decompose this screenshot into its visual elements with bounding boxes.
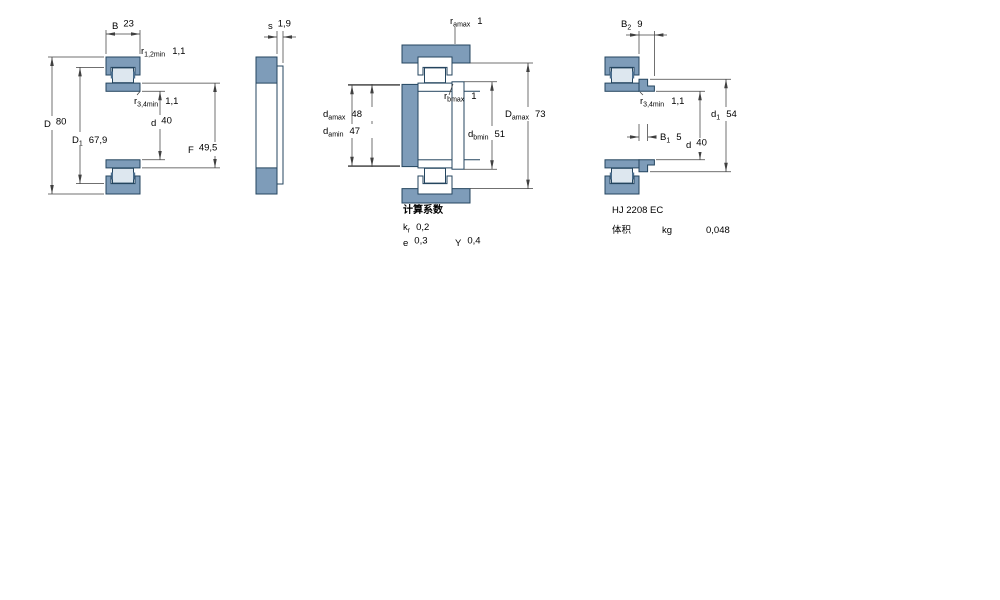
hj-angle-ring-top xyxy=(638,78,655,92)
cage-bottom-right xyxy=(133,172,136,180)
outer-ring-bottom xyxy=(105,175,141,195)
hj-cage-top-left xyxy=(609,71,612,79)
hj-outer-ring-top xyxy=(604,56,640,76)
outer-ring-top xyxy=(105,56,141,76)
bearing-outline-roller-bottom xyxy=(424,167,446,184)
shaft-shoulder xyxy=(401,83,419,168)
hj-cage-bottom-right xyxy=(632,172,635,180)
roller-bottom xyxy=(112,167,134,184)
hj-roller-top xyxy=(611,67,633,84)
hj-roller-bottom xyxy=(611,167,633,184)
product-designation: HJ 2208 EC xyxy=(612,205,663,216)
inner-ring-top xyxy=(105,82,141,92)
cage-top-right xyxy=(133,71,136,79)
product-info: HJ 2208 EC 体积 kg 0,048 xyxy=(612,205,730,236)
hj-inner-ring-bottom xyxy=(604,159,640,169)
bearing-outline-outer-top xyxy=(417,56,453,76)
hj-cage-top-right xyxy=(632,71,635,79)
inner-assembly-edge xyxy=(276,65,284,185)
hj-outer-ring-bottom xyxy=(604,175,640,195)
calc-heading: 计算系数 xyxy=(403,203,444,216)
mass-unit: kg xyxy=(662,225,672,236)
outer-ring-side-top-cap xyxy=(255,56,278,84)
roller-top xyxy=(112,67,134,84)
cage-bottom-left xyxy=(110,172,113,180)
inner-ring-bottom xyxy=(105,159,141,169)
cage-top-left xyxy=(110,71,113,79)
mass-label: 体积 xyxy=(612,224,632,236)
hj-cage-bottom-left xyxy=(609,172,612,180)
bearing-outline-outer-bottom xyxy=(417,175,453,195)
hj-angle-ring-bottom xyxy=(638,159,655,173)
mass-value: 0,048 xyxy=(706,225,730,236)
bearing-outline-inner-bottom xyxy=(417,159,453,169)
outer-ring-side-bottom-cap xyxy=(255,167,278,195)
bearing-outline-roller-top xyxy=(424,67,446,84)
hj-inner-ring-top xyxy=(604,82,640,92)
abutment-ring xyxy=(451,81,465,170)
